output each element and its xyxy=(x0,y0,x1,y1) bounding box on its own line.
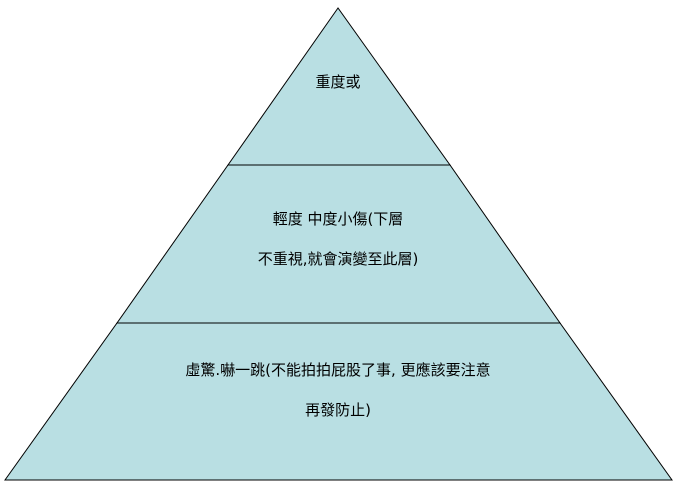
tier-bottom-label-line-1: 虛驚.嚇一跳(不能拍拍屁股了事, 更應該要注意 xyxy=(185,361,490,379)
tier-top-label-line-1: 重度或 xyxy=(315,73,360,91)
pyramid-tier-bottom xyxy=(4,322,673,481)
tier-bottom-label-line-2: 再發防止) xyxy=(305,401,371,419)
tier-middle-label-line-2: 不重視,就會演變至此層) xyxy=(258,250,419,268)
pyramid-tier-middle xyxy=(116,164,561,324)
tier-middle-label-line-1: 輕度 中度小傷(下層 xyxy=(273,210,404,228)
